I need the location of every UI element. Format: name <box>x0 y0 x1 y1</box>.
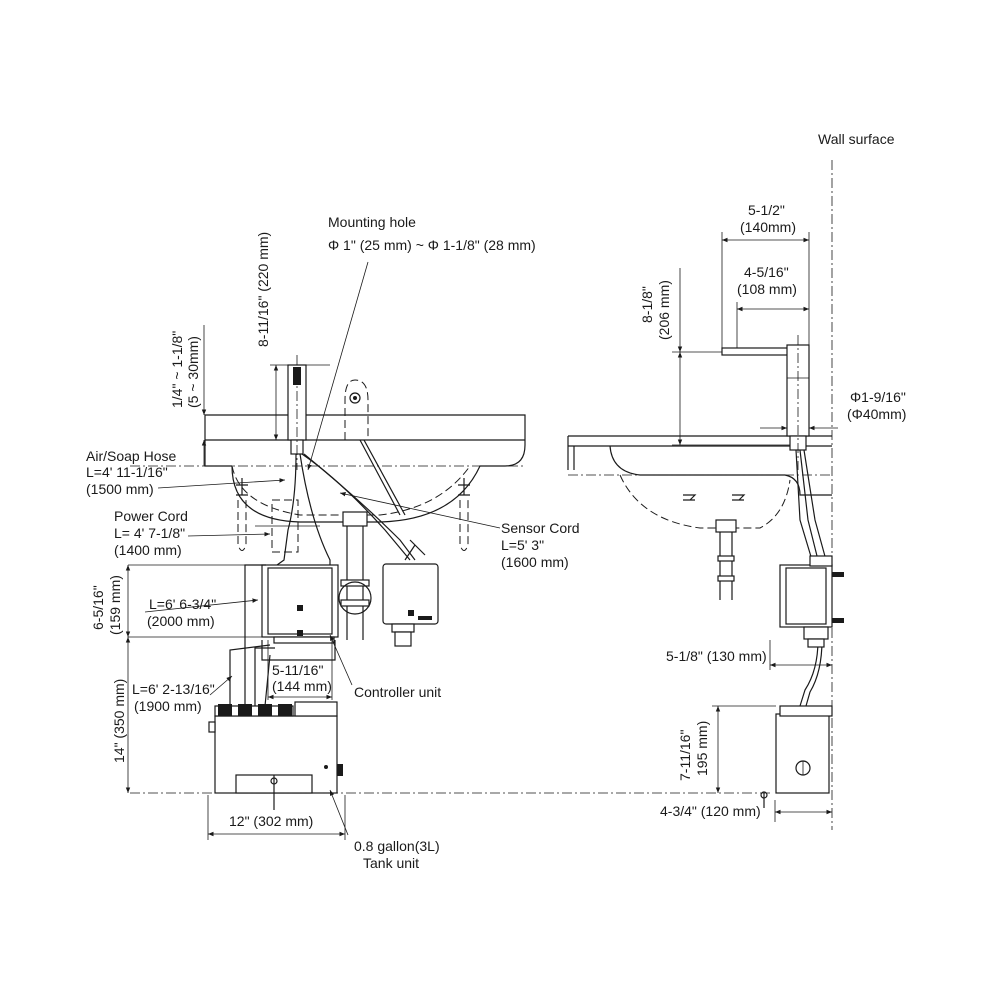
label-controller-height-2: (159 mm) <box>107 575 123 635</box>
label-air-soap-hose-3: (1500 mm) <box>86 481 154 497</box>
label-cord-2000-2: (2000 mm) <box>147 613 215 629</box>
front-faucet <box>270 355 330 470</box>
labels: Wall surface Mounting hole Φ 1" (25 mm) … <box>86 131 906 871</box>
label-air-soap-hose-2: L=4' 11-1/16" <box>86 464 168 480</box>
front-hoses <box>269 439 416 640</box>
label-cord-2000-1: L=6' 6-3/4" <box>149 596 216 612</box>
label-tank-side-height-2: 195 mm) <box>694 721 710 776</box>
front-drain <box>338 511 372 640</box>
label-spout-inner-2: (108 mm) <box>737 281 797 297</box>
label-spout-reach-1: 5-1/2" <box>748 202 785 218</box>
label-tank-height: 14" (350 mm) <box>111 679 127 763</box>
label-tank-unit: Tank unit <box>363 855 419 871</box>
label-controller-unit: Controller unit <box>354 684 441 700</box>
label-cord-1900-2: (1900 mm) <box>134 698 202 714</box>
label-side-height-2: (206 mm) <box>656 280 672 340</box>
label-tank-capacity: 0.8 gallon(3L) <box>354 838 440 854</box>
label-body-diameter-2: (Φ40mm) <box>847 406 906 422</box>
label-mounting-hole: Mounting hole <box>328 214 416 230</box>
label-faucet-height: 8-11/16" (220 mm) <box>255 232 271 347</box>
front-sensor-unit <box>382 539 439 647</box>
label-spout-inner-1: 4-5/16" <box>744 264 789 280</box>
front-view <box>125 261 770 840</box>
label-mounting-hole-dims: Φ 1" (25 mm) ~ Φ 1-1/8" (28 mm) <box>328 237 536 253</box>
label-power-cord-1: Power Cord <box>114 508 188 524</box>
side-faucet <box>721 335 810 470</box>
front-brackets <box>236 478 470 551</box>
label-power-cord-2: L= 4' 7-1/8" <box>114 525 185 541</box>
front-tank-unit <box>208 701 343 810</box>
label-tank-width: 12" (302 mm) <box>229 813 313 829</box>
label-sensor-cord-1: Sensor Cord <box>501 520 580 536</box>
label-air-soap-hose-1: Air/Soap Hose <box>86 448 176 464</box>
label-controller-width-1: 5-11/16" <box>272 662 323 678</box>
side-view <box>567 160 844 830</box>
label-wall-offset: 5-1/8" (130 mm) <box>666 648 767 664</box>
label-sensor-cord-2: L=5' 3" <box>501 537 544 553</box>
side-brackets <box>683 494 746 501</box>
side-controller-unit <box>779 555 844 648</box>
label-deck-thickness-1: 1/4" ~ 1-1/8" <box>169 331 185 408</box>
label-sensor-cord-3: (1600 mm) <box>501 554 569 570</box>
label-cord-1900-1: L=6' 2-13/16" <box>132 681 215 697</box>
front-second-faucet <box>344 379 369 440</box>
front-basin <box>130 414 526 523</box>
label-power-cord-3: (1400 mm) <box>114 542 182 558</box>
front-leaders <box>144 261 501 836</box>
side-drain <box>715 519 737 600</box>
side-tank-unit <box>760 705 833 808</box>
side-basin <box>567 435 832 529</box>
front-controller-unit <box>261 564 339 644</box>
label-controller-width-2: (144 mm) <box>272 678 332 694</box>
label-tank-side-height-1: 7-11/16" <box>677 730 693 781</box>
label-wall-surface: Wall surface <box>818 131 895 147</box>
label-spout-reach-2: (140mm) <box>740 219 796 235</box>
label-body-diameter-1: Φ1-9/16" <box>850 389 906 405</box>
label-side-height-1: 8-1/8" <box>639 286 655 323</box>
label-deck-thickness-2: (5 ~ 30mm) <box>185 336 201 408</box>
label-tank-depth: 4-3/4" (120 mm) <box>660 803 761 819</box>
label-controller-height-1: 6-5/16" <box>90 585 106 630</box>
front-dimensions <box>125 325 346 840</box>
side-dimensions <box>672 232 838 822</box>
